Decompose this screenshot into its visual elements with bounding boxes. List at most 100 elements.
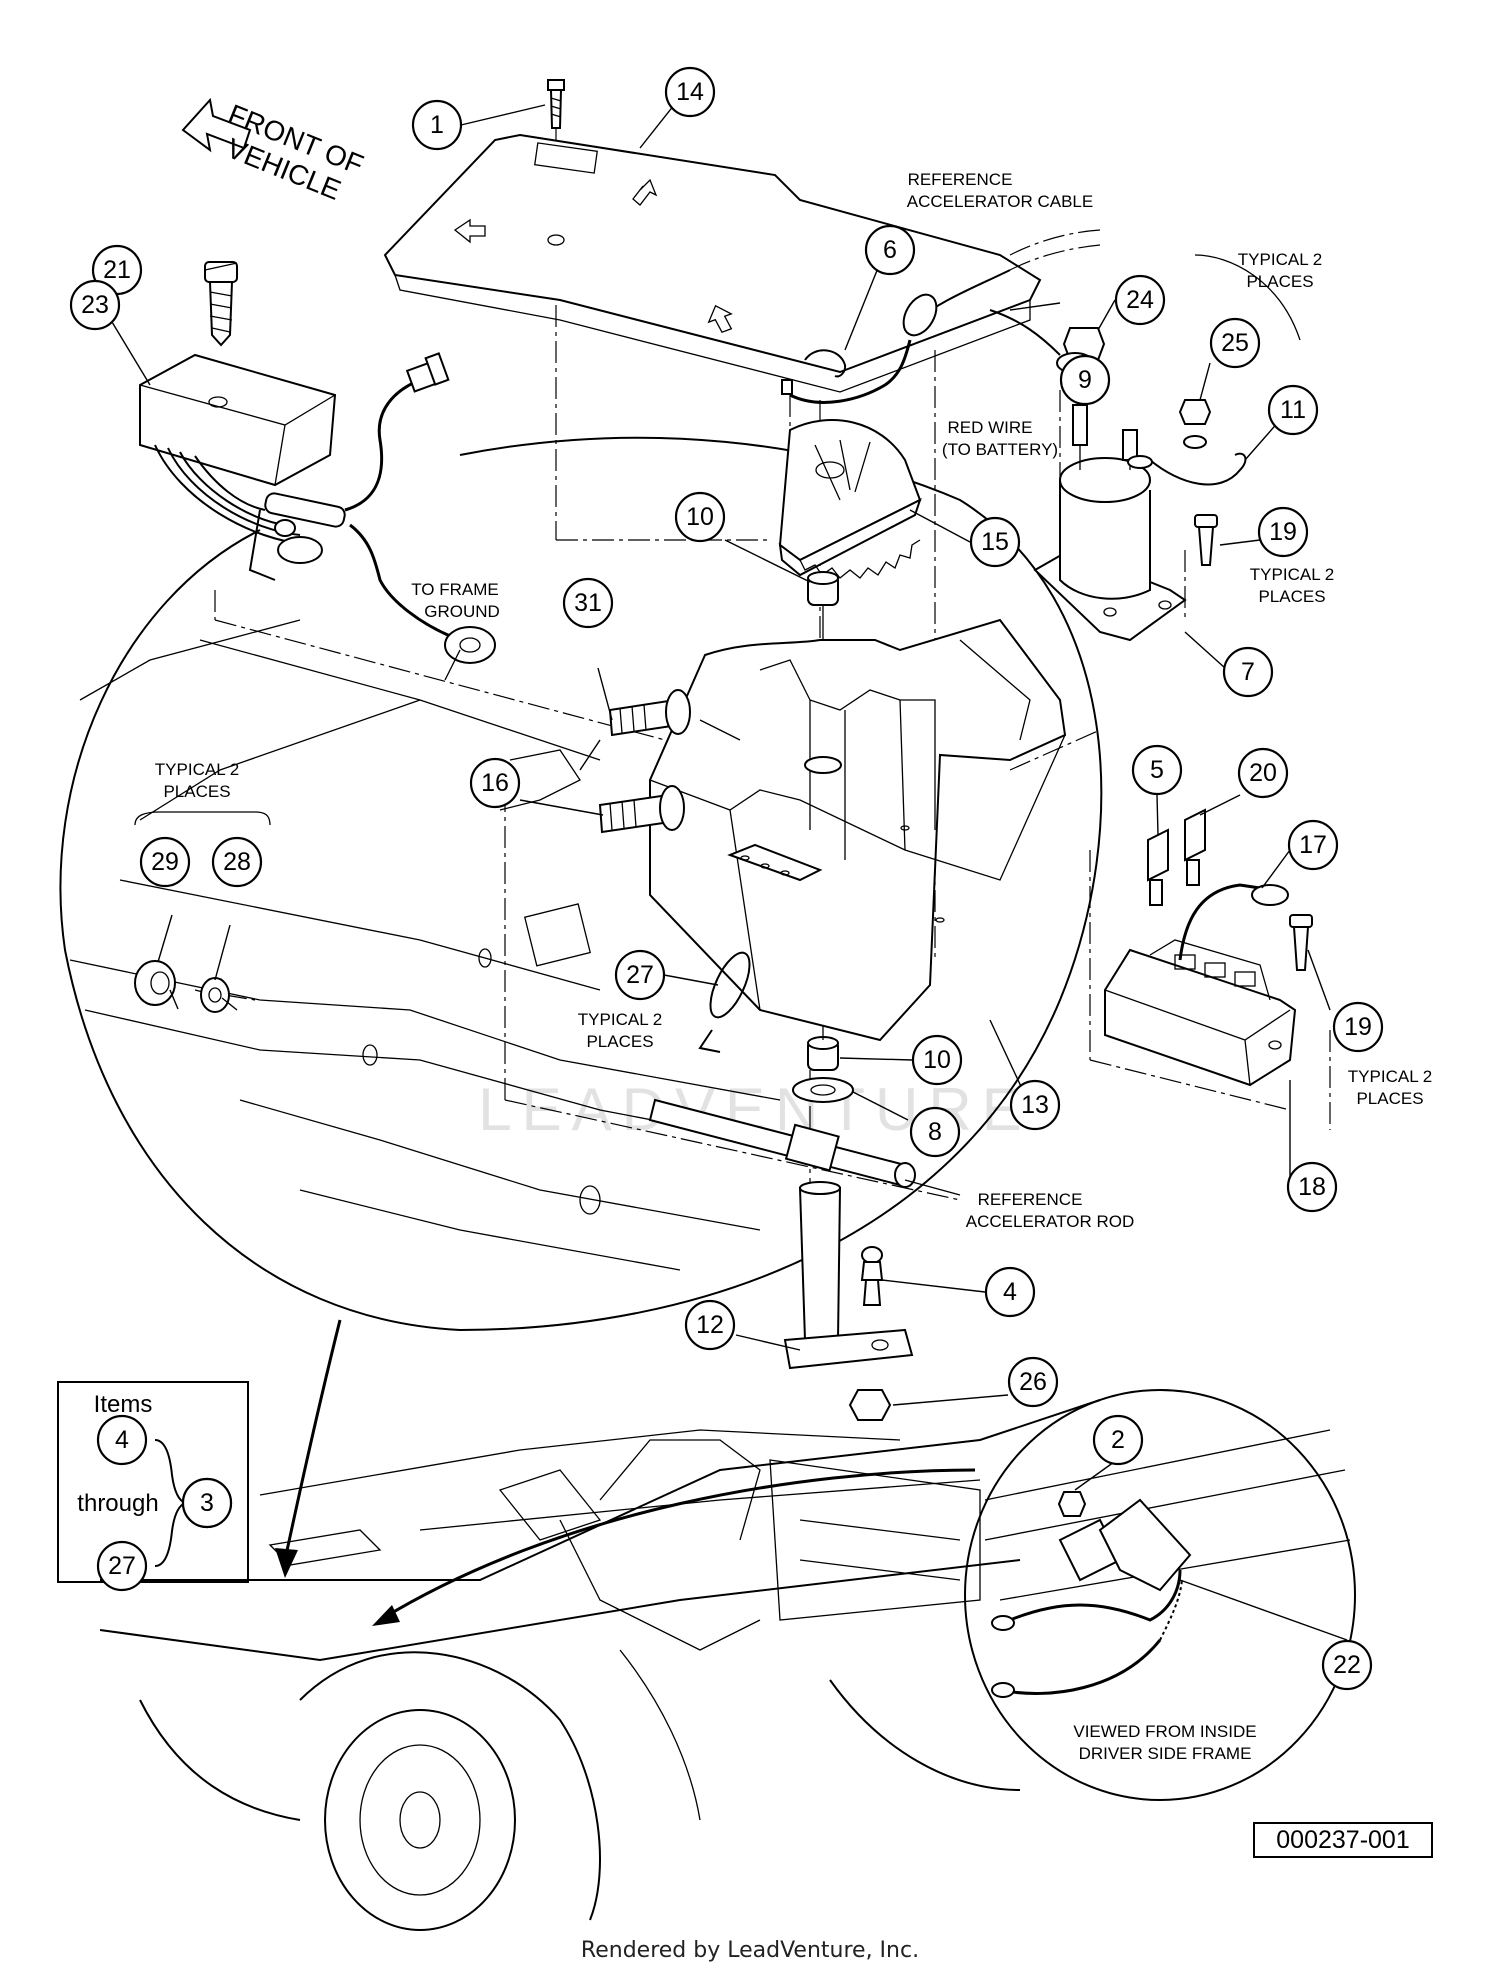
svg-text:2: 2: [1111, 1426, 1125, 1454]
fuse-part-20: [1184, 808, 1206, 886]
callout-15: 15: [969, 516, 1021, 568]
fuse-block-part-18: [1104, 939, 1297, 1087]
washer-part-28: [200, 977, 230, 1013]
svg-text:29: 29: [151, 848, 179, 876]
bolt-part-21: [204, 261, 238, 347]
legend-callout-3: 3: [181, 1477, 233, 1529]
svg-text:3: 3: [200, 1489, 214, 1517]
typical-top-label-1: TYPICAL 2: [1238, 250, 1322, 269]
svg-text:18: 18: [1298, 1173, 1326, 1201]
callout-24: 24: [1114, 274, 1166, 326]
svg-text:23: 23: [81, 291, 109, 319]
svg-text:8: 8: [928, 1118, 942, 1146]
ref-cable-label-2: ACCELERATOR CABLE: [907, 192, 1093, 211]
callout-4: 4: [984, 1266, 1036, 1318]
svg-text:1: 1: [430, 111, 444, 139]
typical-27-label-2: PLACES: [586, 1032, 653, 1051]
callout-18: 18: [1286, 1161, 1338, 1213]
viewed-label-2: DRIVER SIDE FRAME: [1079, 1744, 1252, 1763]
arm-part-12: [783, 1181, 914, 1370]
svg-text:28: 28: [223, 848, 251, 876]
svg-text:10: 10: [923, 1046, 951, 1074]
inset-view: [964, 1389, 1356, 1801]
callout-10-upper: 10: [674, 491, 726, 543]
viewed-label-1: VIEWED FROM INSIDE: [1073, 1722, 1256, 1741]
module-part-23: [139, 352, 496, 681]
typical-left-label-1: TYPICAL 2: [155, 760, 239, 779]
ref-rod-label-1: REFERENCE: [978, 1190, 1083, 1209]
screw-part-19-top: [1194, 514, 1218, 566]
wire-part-17: [1178, 883, 1289, 961]
svg-text:24: 24: [1126, 286, 1154, 314]
stud-part-4: [860, 1246, 884, 1306]
to-frame-label-1: TO FRAME: [411, 580, 499, 599]
callout-29: 29: [139, 836, 191, 888]
washer-part-8: [792, 1077, 854, 1103]
typical-19a-label-1: TYPICAL 2: [1250, 565, 1334, 584]
svg-text:5: 5: [1150, 756, 1164, 784]
callout-26: 26: [1007, 1356, 1059, 1408]
callout-1: 1: [411, 99, 463, 151]
nut-part-26: [848, 1389, 892, 1421]
svg-text:27: 27: [108, 1552, 136, 1580]
callout-19-bottom: 19: [1332, 1001, 1384, 1053]
grommet-part-29: [134, 960, 176, 1006]
callout-7: 7: [1222, 646, 1274, 698]
wire-part-11: [1127, 452, 1247, 486]
callout-25: 25: [1209, 317, 1261, 369]
callout-8: 8: [909, 1106, 961, 1158]
spacer-part-10-upper: [807, 571, 839, 606]
svg-text:14: 14: [676, 78, 704, 106]
callout-6: 6: [864, 224, 916, 276]
cover-part-14: [383, 133, 1042, 393]
svg-text:15: 15: [981, 528, 1009, 556]
accelerator-cable: [781, 229, 1101, 404]
svg-text:22: 22: [1333, 1651, 1361, 1679]
svg-text:25: 25: [1221, 329, 1249, 357]
svg-text:17: 17: [1299, 831, 1327, 859]
svg-text:9: 9: [1078, 366, 1092, 394]
typical-left-label-2: PLACES: [163, 782, 230, 801]
legend-title: Items: [94, 1391, 153, 1418]
svg-text:16: 16: [481, 769, 509, 797]
callout-11: 11: [1267, 384, 1319, 436]
callout-9: 9: [1059, 354, 1111, 406]
svg-text:11: 11: [1280, 396, 1306, 424]
typical-19b-label-1: TYPICAL 2: [1348, 1067, 1432, 1086]
spacer-part-10-lower: [807, 1036, 839, 1071]
callout-14: 14: [664, 66, 716, 118]
front-arrow: [181, 97, 252, 153]
svg-text:19: 19: [1344, 1013, 1372, 1041]
bracket-left: [134, 811, 271, 826]
callout-12: 12: [684, 1299, 736, 1351]
housing-part-13: [649, 618, 1067, 1042]
callout-5: 5: [1131, 744, 1183, 796]
svg-text:4: 4: [115, 1426, 129, 1454]
bolt-part-31: [608, 689, 691, 737]
svg-text:27: 27: [626, 961, 654, 989]
vehicle-chassis: [99, 1399, 1101, 1931]
callout-19-top: 19: [1257, 506, 1309, 558]
fuse-part-5: [1147, 828, 1169, 906]
svg-text:26: 26: [1019, 1368, 1047, 1396]
callout-31: 31: [562, 577, 614, 629]
svg-text:6: 6: [883, 236, 897, 264]
screw-part-1: [547, 79, 565, 129]
clip-part-6: [804, 349, 847, 378]
svg-text:31: 31: [574, 589, 602, 617]
svg-text:10: 10: [686, 503, 714, 531]
red-wire-label-2: (TO BATTERY): [942, 440, 1058, 459]
nut-part-25: [1178, 399, 1212, 449]
ref-rod-label-2: ACCELERATOR ROD: [966, 1212, 1134, 1231]
svg-text:7: 7: [1241, 658, 1255, 686]
svg-text:4: 4: [1003, 1278, 1017, 1306]
typical-19a-label-2: PLACES: [1258, 587, 1325, 606]
legend-callout-4: 4: [96, 1414, 148, 1466]
bolt-part-16: [598, 785, 685, 834]
callout-23: 23: [69, 279, 121, 331]
callout-28: 28: [211, 836, 263, 888]
legend-box: [57, 1381, 249, 1583]
bracket-top-right: [1194, 254, 1301, 341]
part-number-box: 000237-001: [1253, 1822, 1433, 1858]
accelerator-rod: [648, 1098, 916, 1188]
